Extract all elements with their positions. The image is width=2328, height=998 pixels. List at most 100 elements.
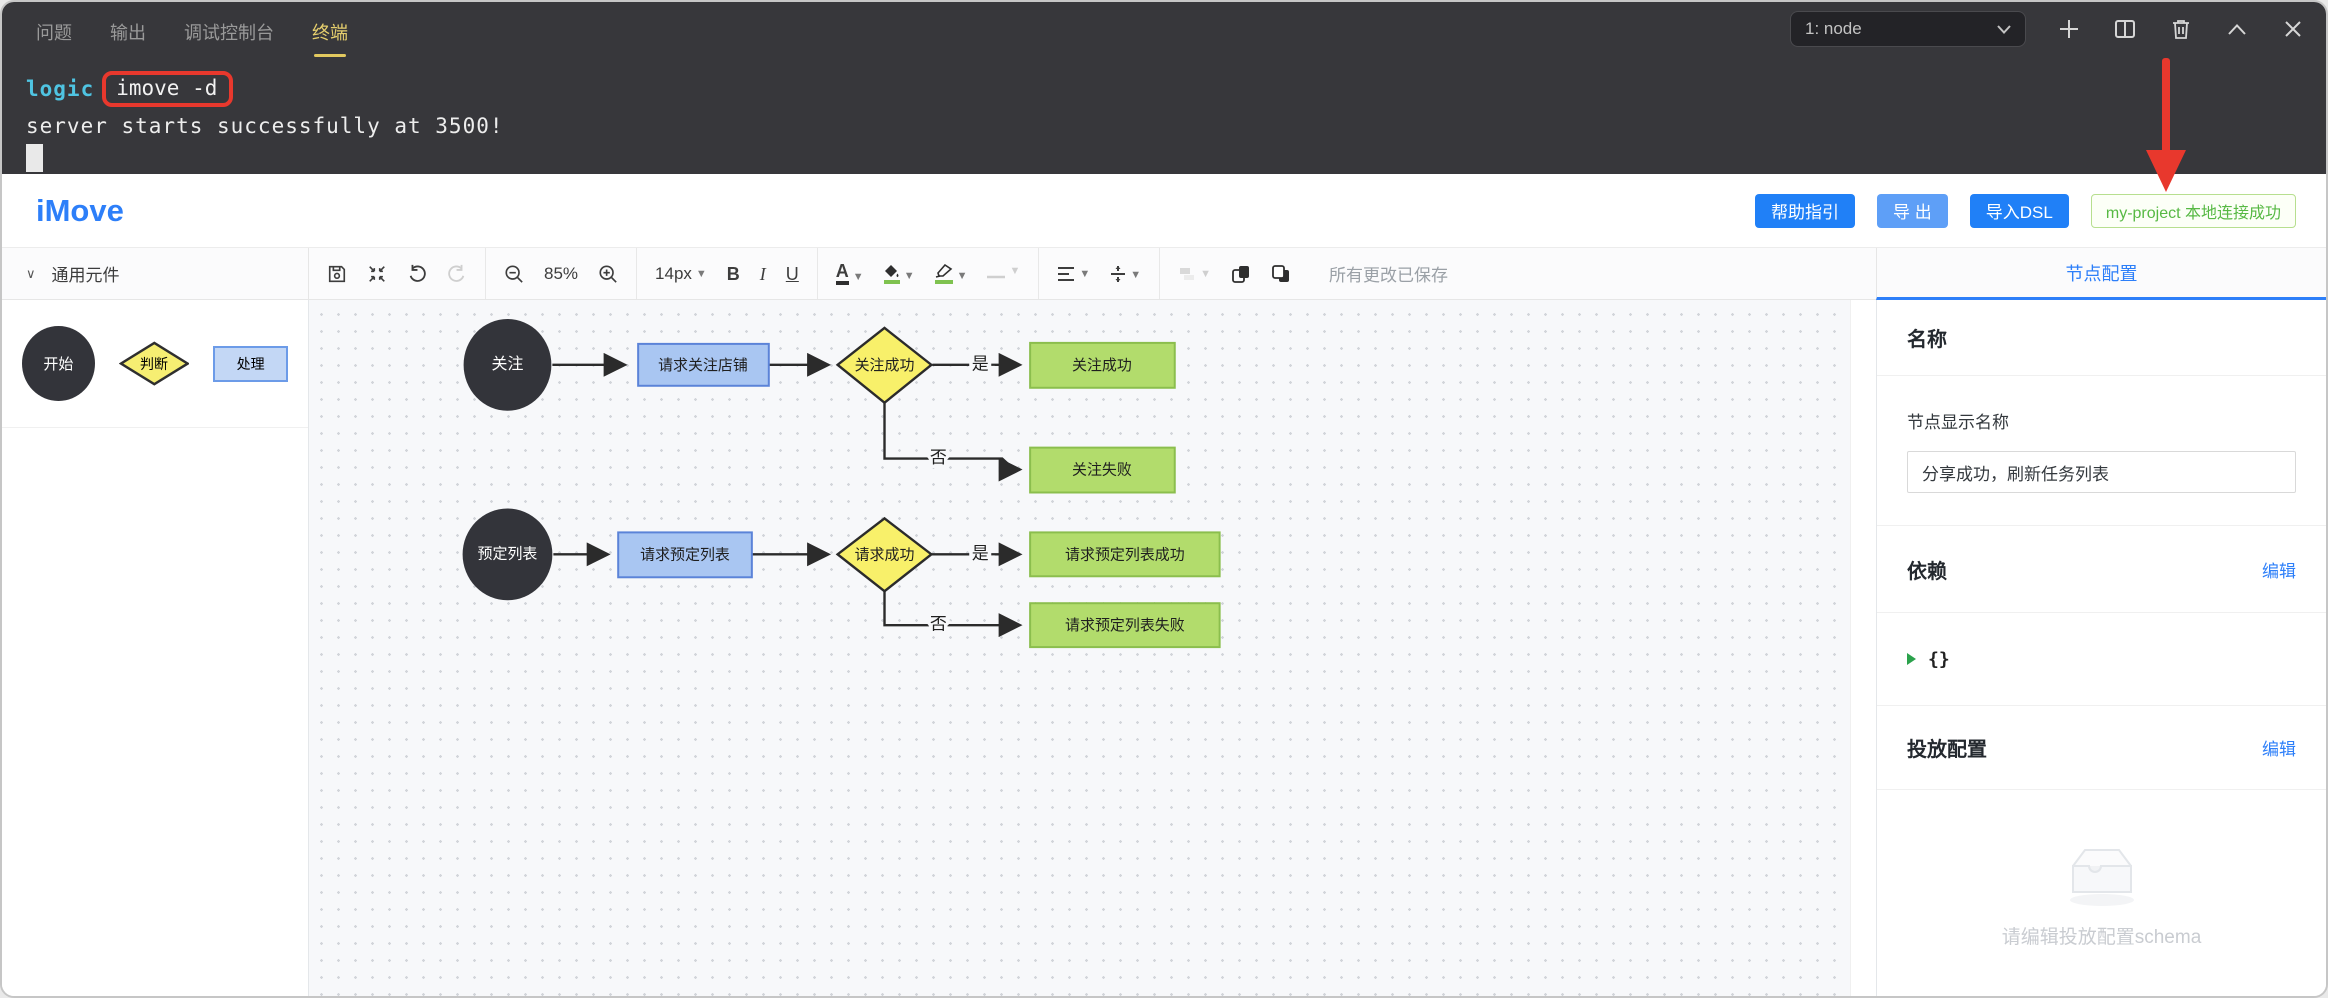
zoom-level-value: 85% [544,263,579,283]
close-panel-button[interactable] [2280,16,2306,42]
empty-inbox-icon [2069,848,2134,906]
terminal-tab-debug-console[interactable]: 调试控制台 [184,23,274,43]
chevron-down-icon: ▼ [852,271,864,283]
help-guide-button[interactable]: 帮助指引 [1755,193,1856,228]
kill-terminal-button[interactable] [2168,16,2194,42]
sidebar-group-header[interactable]: ∨ 通用元件 [2,248,309,299]
json-expand-icon[interactable] [1907,653,1916,665]
underline-button[interactable]: U [785,263,799,284]
text-align-button[interactable]: ▼ [1057,266,1090,282]
plus-icon [2060,20,2078,38]
chevron-down-icon: ▼ [1009,265,1021,277]
flow-canvas[interactable]: 是 否 是 否 关注 请求关注店铺 关注成功 [309,300,1850,996]
delivery-edit-link[interactable]: 编辑 [2262,740,2296,759]
send-backward-icon [1272,264,1290,282]
chevron-down-icon: ▼ [1130,268,1142,281]
redo-button[interactable] [447,264,467,284]
zoom-in-button[interactable] [598,264,618,284]
chevron-down-icon [1997,24,2011,34]
node-process-follow-shop[interactable]: 请求关注店铺 [637,342,770,387]
canvas-scrollbar[interactable] [1850,300,1876,996]
split-terminal-button[interactable] [2112,16,2138,42]
chevron-down-icon: ▼ [1200,267,1212,280]
display-name-input[interactable] [1907,451,2296,493]
sidebar-group-label: 通用元件 [51,266,120,285]
palette-decision-node[interactable]: 判断 [118,341,190,387]
zoom-out-button[interactable] [504,264,524,284]
palette-start-node[interactable]: 开始 [22,326,95,401]
close-icon [2285,21,2301,37]
terminal-session-value: 1: node [1805,19,1862,38]
section-delivery-heading: 投放配置 [1907,739,1987,761]
node-result-follow-success[interactable]: 关注成功 [1029,341,1176,389]
node-result-booking-success[interactable]: 请求预定列表成功 [1029,531,1221,578]
export-button[interactable]: 导 出 [1877,193,1948,228]
svg-text:关注失败: 关注失败 [1072,462,1132,479]
node-decision-request-success[interactable]: 请求成功 [835,516,934,593]
italic-button[interactable]: I [759,263,766,284]
dependency-edit-link[interactable]: 编辑 [2262,561,2296,581]
fit-content-button[interactable] [367,264,387,284]
terminal-command-annotated: imove -d [102,71,234,107]
edge-label-no: 否 [930,615,947,634]
edge [883,591,1023,638]
undo-button[interactable] [407,264,427,284]
palette-process-node[interactable]: 处理 [213,345,288,382]
maximize-panel-button[interactable] [2224,16,2250,42]
bring-forward-icon [1232,265,1250,283]
save-button[interactable] [327,264,347,284]
delivery-empty-state: 请编辑投放配置schema [1877,790,2326,996]
vertical-align-button[interactable]: ▼ [1110,265,1141,283]
save-status-text: 所有更改已保存 [1329,266,1449,285]
fill-color-button[interactable]: ▼ [883,264,915,284]
terminal-tab-bar: 问题 输出 调试控制台 终端 1: node [2,2,2326,57]
terminal-tab-terminal[interactable]: 终端 [312,13,348,57]
terminal-session-select[interactable]: 1: node [1790,11,2026,47]
layer-icon [1180,267,1195,280]
tab-node-config[interactable]: 节点配置 [2065,263,2138,284]
new-terminal-button[interactable] [2056,16,2082,42]
terminal-panel: 问题 输出 调试控制台 终端 1: node [2,2,2326,174]
node-start-follow[interactable]: 关注 [463,318,552,411]
import-dsl-button[interactable]: 导入DSL [1969,193,2069,228]
align-lines-icon [1058,266,1075,281]
section-dependency-heading: 依赖 [1907,560,1947,583]
node-process-request-booking-list[interactable]: 请求预定列表 [617,531,753,579]
app-header: iMove 帮助指引 导 出 导入DSL my-project 本地连接成功 [2,174,2326,247]
zoom-out-icon [505,264,523,283]
terminal-tab-problems[interactable]: 问题 [36,23,72,43]
project-connection-status[interactable]: my-project 本地连接成功 [2090,193,2296,228]
edge-label-yes: 是 [972,544,989,563]
app-logo: iMove [36,192,124,228]
chevron-down-icon: ▼ [903,269,915,282]
node-config-panel: 名称 节点显示名称 依赖 编辑 {} 投放配置 编辑 [1876,300,2326,996]
font-size-value: 14px [655,264,692,283]
line-style-icon [987,275,1006,279]
display-name-label: 节点显示名称 [1907,413,2009,432]
line-style-button[interactable]: ▼ [987,265,1021,279]
chevron-down-icon: ▼ [695,268,707,280]
fill-color-icon [883,264,900,284]
node-result-follow-fail[interactable]: 关注失败 [1029,446,1176,494]
canvas-toolbar: 85% 14px ▼ B I U A ▼ [309,248,1876,299]
config-panel-tab-bar: 节点配置 [1876,248,2326,300]
svg-text:请求关注店铺: 请求关注店铺 [658,357,748,374]
terminal-tab-output[interactable]: 输出 [110,23,146,43]
node-start-booking-list[interactable]: 预定列表 [462,508,553,601]
node-result-booking-fail[interactable]: 请求预定列表失败 [1029,602,1221,649]
zoom-in-icon [599,264,617,283]
font-size-select[interactable]: 14px ▼ [655,265,707,282]
collapse-chevron-icon: ∨ [26,265,36,281]
highlight-color-button[interactable]: ▼ [934,263,968,284]
highlighter-icon [934,263,953,284]
bring-forward-button[interactable] [1231,264,1251,284]
bold-button[interactable]: B [726,263,740,284]
send-backward-button[interactable] [1271,264,1291,284]
node-decision-follow-success[interactable]: 关注成功 [835,326,934,405]
chevron-down-icon: ▼ [956,269,968,282]
edge-label-no: 否 [930,448,947,467]
split-panel-icon [2115,20,2135,38]
layer-style-button[interactable]: ▼ [1178,266,1211,282]
terminal-cursor [26,144,43,172]
font-color-button[interactable]: A ▼ [835,262,864,285]
